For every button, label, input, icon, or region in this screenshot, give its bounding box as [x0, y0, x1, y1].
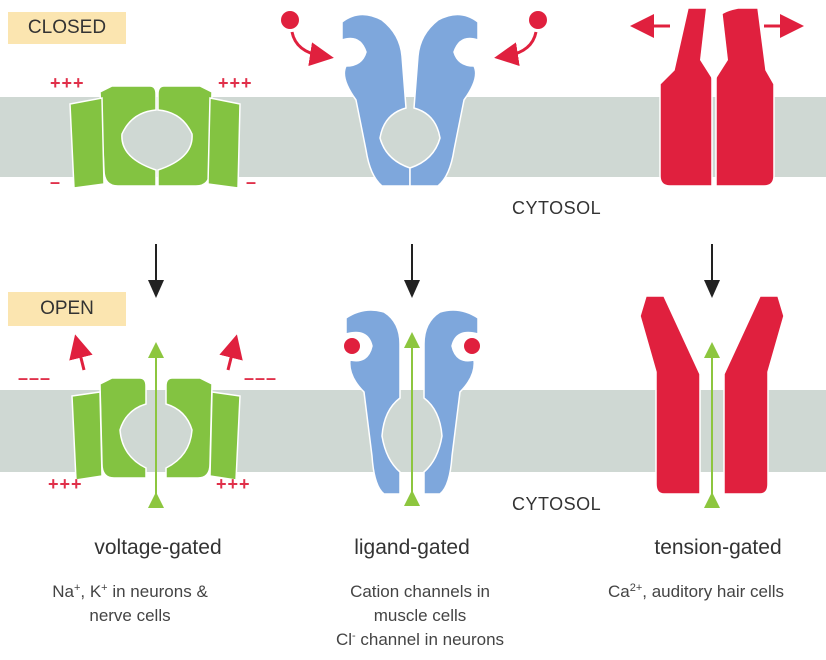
voltage-gated-description: Na+, K+ in neurons & nerve cells [0, 580, 260, 628]
charge-closed-top-left: +++ [50, 73, 85, 93]
voltage-sensor-arrow-left [69, 334, 93, 371]
cytosol-label-closed: CYTOSOL [512, 198, 602, 218]
ligand-desc-line-2: muscle cells [373, 606, 467, 625]
tension-channel-closed [659, 7, 775, 187]
ligand-dot-right [529, 11, 547, 29]
charge-open-bottom-right: +++ [216, 474, 251, 494]
ligand-arrow-left [290, 31, 334, 67]
charge-closed-bottom-left: – [50, 172, 62, 192]
cytosol-label-open: CYTOSOL [512, 494, 602, 514]
tension-gated-label: tension-gated [654, 536, 782, 559]
charge-closed-top-right: +++ [218, 73, 253, 93]
closed-state-tag: CLOSED [8, 12, 126, 44]
bound-ligand-left [344, 338, 360, 354]
charge-closed-bottom-right: – [246, 172, 258, 192]
voltage-sensor-arrow-right [219, 334, 243, 371]
open-state-tag: OPEN [8, 292, 126, 326]
voltage-channel-closed [69, 85, 241, 189]
ligand-desc-line-1: Cation channels in [350, 582, 490, 601]
charge-open-top-left: ––– [18, 368, 52, 388]
ligand-channel-closed [341, 13, 479, 187]
tension-gated-description: Ca2+, auditory hair cells [566, 580, 826, 604]
ligand-desc-line-3: Cl- channel in neurons [335, 630, 505, 649]
voltage-channel-open [71, 377, 241, 481]
bound-ligand-right [464, 338, 480, 354]
voltage-desc-line-2: nerve cells [89, 606, 171, 625]
ligand-arrow-right [494, 31, 538, 67]
charge-open-bottom-left: +++ [48, 474, 83, 494]
ligand-gated-label: ligand-gated [354, 536, 470, 559]
voltage-desc-line-1: Na+, K+ in neurons & [52, 582, 208, 601]
tension-desc-line-1: Ca2+, auditory hair cells [607, 582, 784, 601]
ligand-gated-description: Cation channels in muscle cells Cl- chan… [290, 580, 550, 652]
voltage-gated-label: voltage-gated [94, 536, 222, 559]
charge-open-top-right: ––– [244, 368, 278, 388]
ligand-channel-open [345, 309, 479, 495]
ligand-dot-left [281, 11, 299, 29]
tension-channel-open [639, 295, 785, 495]
